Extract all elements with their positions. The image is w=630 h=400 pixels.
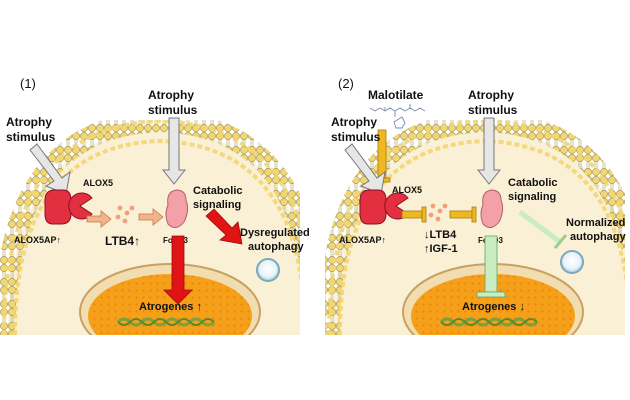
atrophy-stimulus-label: stimulus [331, 130, 381, 144]
ltb4-molecules [428, 203, 448, 222]
malotilate-structure [369, 104, 426, 129]
atrophy-stimulus-arrow [29, 143, 71, 195]
catabolic-signaling-label: signaling [193, 199, 241, 211]
atrophy-stimulus-label: Atrophy [331, 115, 377, 129]
catabolic-signaling-label: signaling [508, 191, 556, 203]
atrophy-stimulus-label: Atrophy [148, 88, 194, 102]
panel-2: (2) Malotilate Atrophy stimulus Atrophy … [325, 76, 626, 335]
panel-number: (2) [338, 76, 354, 91]
atrophy-stimulus-label: Atrophy [6, 115, 52, 129]
synthesis-arrow [86, 210, 112, 228]
atrogene-induction-arrow [163, 235, 193, 305]
atrophy-stimulus-label: Atrophy [468, 88, 514, 102]
autophagy-label: autophagy [248, 241, 304, 253]
atrophy-stimulus-label: stimulus [6, 130, 56, 144]
autophagosome [256, 258, 280, 282]
ltb4-label: ↓LTB4 [424, 229, 457, 241]
igf1-label: ↑IGF-1 [424, 243, 458, 255]
autophagy-inhibition-arrow [518, 210, 562, 244]
malotilate-label: Malotilate [368, 88, 424, 102]
ltb4-molecules [115, 205, 135, 224]
activation-arrow [138, 208, 164, 226]
foxo3-inhibition-arrow [449, 210, 473, 219]
panel-number: (1) [20, 76, 36, 91]
alox5-label: ALOX5 [392, 185, 422, 195]
alox5ap-label: ALOX5AP↑ [339, 235, 386, 245]
foxo3-protein [480, 189, 504, 228]
autophagy-label: Dysregulated [240, 227, 310, 239]
alox5ap-protein [44, 189, 72, 225]
atrogenes-label: Atrogenes ↑ [139, 301, 202, 313]
panel-1: (1) Atrophy stimulus Atrophy stimulus AL… [0, 76, 310, 335]
atrophy-stimulus-arrow [344, 143, 386, 195]
atrophy-stimulus-label: stimulus [148, 103, 198, 117]
atrophy-stimulus-arrow [161, 117, 187, 185]
ltb4-inhibition-arrow [401, 210, 423, 219]
foxo3-protein [165, 189, 189, 228]
alox5-enzyme [68, 192, 93, 220]
alox5-label: ALOX5 [83, 178, 113, 188]
ltb4-label: LTB4↑ [105, 234, 140, 248]
alox5ap-protein [359, 189, 387, 225]
catabolic-signaling-label: Catabolic [193, 185, 243, 197]
atrogenes-label: Atrogenes ↓ [462, 301, 525, 313]
catabolic-signaling-label: Catabolic [508, 177, 558, 189]
atrogene-inhibition-arrow [484, 235, 498, 293]
autophagy-arrow [205, 208, 243, 245]
autophagosome [560, 250, 584, 274]
autophagy-label: Normalized [566, 217, 625, 229]
atrophy-stimulus-arrow [476, 117, 502, 185]
atrophy-stimulus-label: stimulus [468, 103, 518, 117]
autophagy-label: autophagy [570, 231, 626, 243]
cell-1 [0, 120, 300, 335]
alox5ap-label: ALOX5AP↑ [14, 235, 61, 245]
